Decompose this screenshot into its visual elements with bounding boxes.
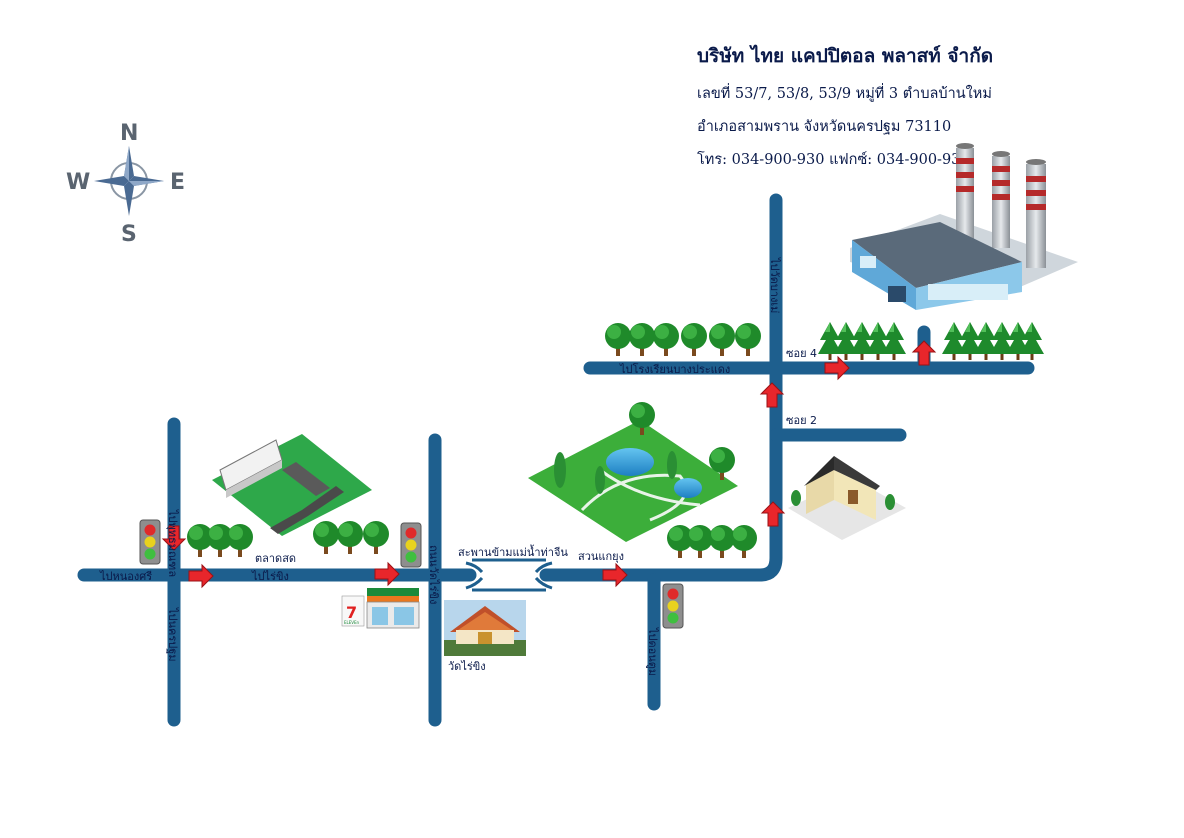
label-to-school: ไปโรงเรียนบางประแดง xyxy=(619,362,730,376)
wat-rai-khing-photo xyxy=(444,600,526,656)
pines-left xyxy=(818,322,906,360)
trees-east xyxy=(667,525,757,558)
arrow-right-icon xyxy=(602,563,628,587)
arrow-right-icon xyxy=(824,356,850,380)
label-to-wat: ไปวัดบางเม่ xyxy=(768,257,781,313)
traffic-light-icon xyxy=(400,522,422,568)
label-to-nakhon-pathom: ไปนครปฐม xyxy=(166,607,179,662)
arrow-right-icon xyxy=(188,564,214,588)
compass-w: W xyxy=(66,170,90,195)
compass-n: N xyxy=(120,121,138,146)
svg-text:ELEVEn: ELEVEn xyxy=(344,620,360,625)
label-soi-2: ซอย 2 xyxy=(786,414,817,427)
house-illustration xyxy=(788,456,906,540)
svg-text:7: 7 xyxy=(346,603,357,622)
compass-s: S xyxy=(121,222,137,247)
label-to-nong-sri: ไปหนองศรี xyxy=(99,570,152,583)
factory-illustration xyxy=(850,143,1078,310)
contact-line: โทร: 034-900-930 แฟกซ์: 034-900-931 xyxy=(697,152,970,168)
compass-e: E xyxy=(170,170,185,195)
park-illustration xyxy=(528,402,738,542)
label-fresh-market: ตลาดสด xyxy=(255,552,296,565)
arrow-right-icon xyxy=(374,562,400,586)
traffic-light-icon xyxy=(662,583,684,629)
label-rose-garden: สวนแกยุง xyxy=(578,550,624,563)
arrow-up-icon xyxy=(912,340,936,366)
pines-right xyxy=(942,322,1044,360)
road-main-east xyxy=(539,193,783,582)
trees-soi4 xyxy=(605,323,761,356)
label-wat-rai-khing: วัดไร่ขิง xyxy=(448,660,486,673)
roads xyxy=(77,193,1035,727)
compass-rose-icon xyxy=(94,146,164,216)
address-line-2: อำเภอสามพราน จังหวัดนครปฐม 73110 xyxy=(697,119,952,135)
traffic-light-icon xyxy=(139,519,161,565)
map-labels: ไปหนองศรี ไปพุทธมณฑล ไปนครปฐม ตลาดสด ไปไ… xyxy=(99,257,817,676)
company-name: บริษัท ไทย แคปปิตอล พลาสท์ จำกัด xyxy=(697,45,994,67)
label-to-rai-khing: ไปไร่ขิง xyxy=(251,570,289,583)
bridge xyxy=(465,558,553,592)
compass: N S W E xyxy=(66,121,185,247)
label-to-don-tum: ไปดอนตูม xyxy=(646,627,659,676)
label-bridge: สะพานข้ามแม่น้ำท่าจีน xyxy=(458,544,568,559)
address-line-1: เลขที่ 53/7, 53/8, 53/9 หมู่ที่ 3 ตำบลบ้… xyxy=(697,86,992,102)
label-soi-4: ซอย 4 xyxy=(786,347,817,360)
market-illustration xyxy=(212,434,372,536)
label-to-phutthamonthon: ไปพุทธมณฑล xyxy=(166,509,179,577)
seven-eleven-store: 7 ELEVEn xyxy=(341,588,420,629)
label-rai-khing-road: ถนนวัดไร่ขิง xyxy=(427,545,440,604)
